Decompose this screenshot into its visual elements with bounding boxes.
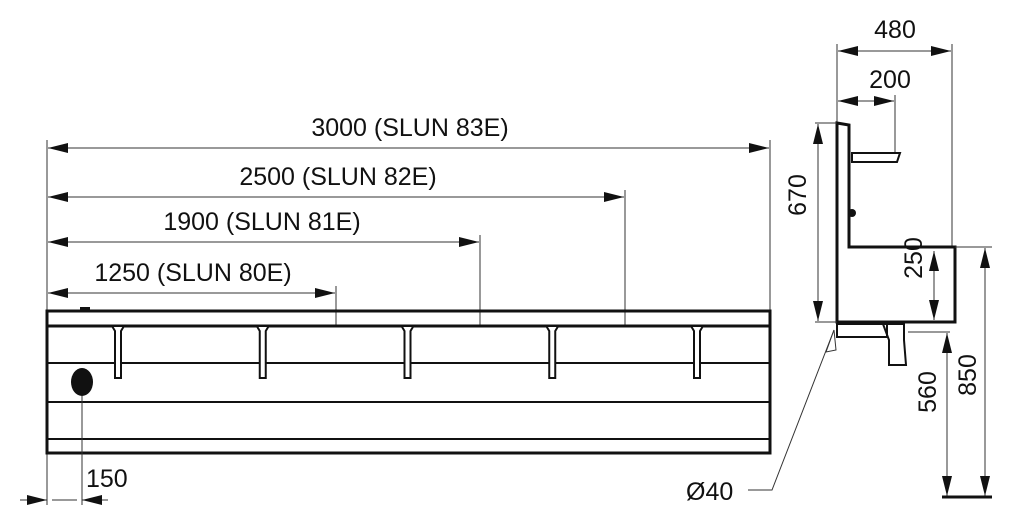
dimension-label-2500: 2500 (SLUN 82E) <box>239 163 436 191</box>
trough-outline <box>45 309 772 455</box>
dimension-label-3000: 3000 (SLUN 83E) <box>311 114 508 142</box>
tap <box>544 325 561 379</box>
drain-pipe <box>836 323 888 338</box>
dimension-label-1900: 1900 (SLUN 81E) <box>163 208 360 236</box>
dimension-label-pipe-diameter: Ø40 <box>686 478 733 506</box>
dimension-label-670: 670 <box>784 174 812 216</box>
dimension-label-200: 200 <box>869 66 911 94</box>
taps <box>110 325 705 379</box>
front-view: 3000 (SLUN 83E) 2500 (SLUN 82E) 1900 (SL… <box>20 114 772 505</box>
tap <box>689 325 705 379</box>
drain-icon <box>71 368 93 396</box>
pipe-leader <box>748 329 835 491</box>
soap-shelf <box>851 152 902 163</box>
dimension-label-250: 250 <box>900 237 928 279</box>
dimension-label-150: 150 <box>86 465 128 493</box>
button <box>80 307 90 311</box>
siphon-trap <box>881 323 908 366</box>
tap <box>399 325 416 379</box>
side-view: 480 200 670 250 850 560 Ø40 <box>686 16 992 506</box>
sensor-icon <box>848 209 856 217</box>
dimension-label-1250: 1250 (SLUN 80E) <box>94 259 291 287</box>
tap <box>110 325 126 379</box>
leader-arrow <box>825 329 837 353</box>
dimension-label-850: 850 <box>954 354 982 396</box>
tap <box>254 325 271 379</box>
dimension-label-560: 560 <box>914 371 942 413</box>
dimension-label-480: 480 <box>874 16 916 44</box>
